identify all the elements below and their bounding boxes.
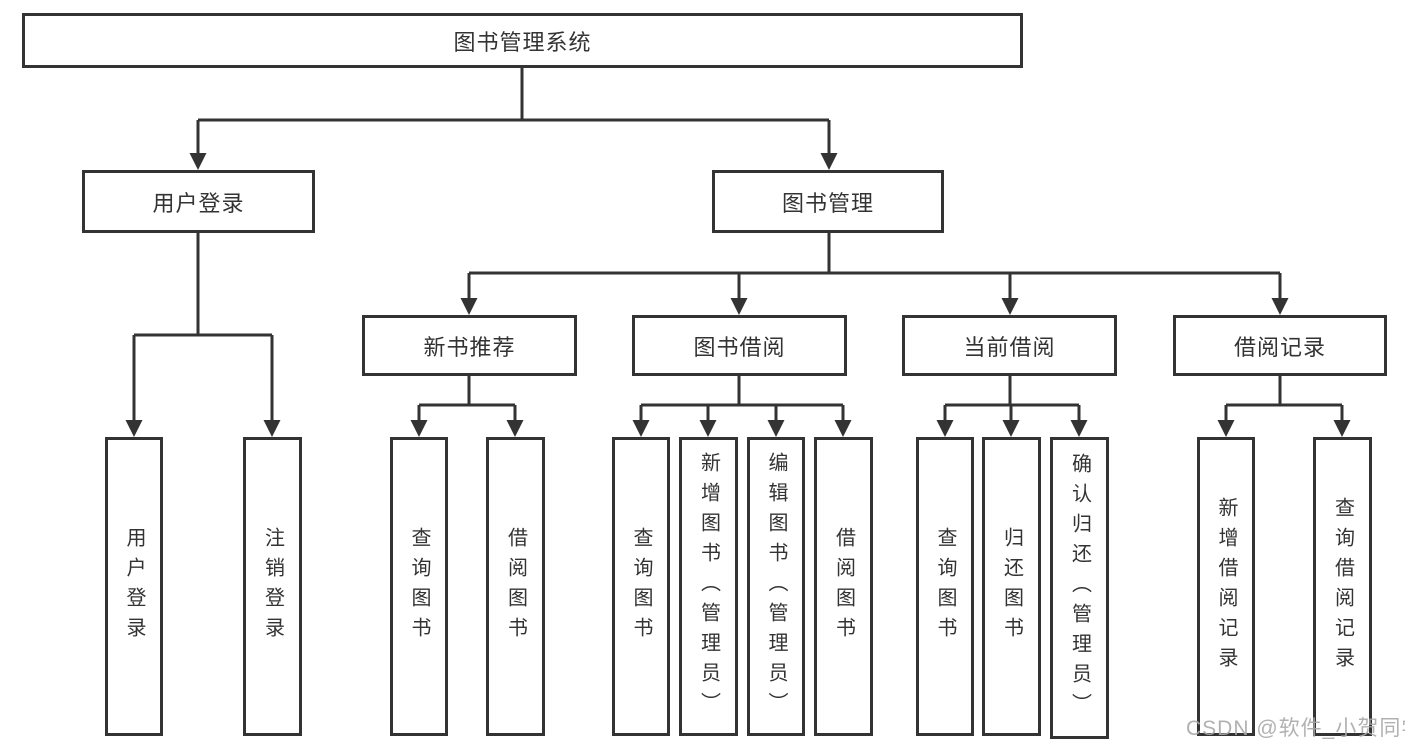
node-borrow-records: 借阅记录	[1173, 315, 1387, 376]
node-book-management: 图书管理	[712, 170, 944, 233]
node-root-library-system: 图书管理系统	[22, 13, 1023, 68]
node-root-label: 图书管理系统	[453, 29, 592, 55]
node-current-borrow-label: 当前借阅	[963, 334, 1056, 360]
connector-user-login-children	[125, 233, 281, 437]
leaf-borrow-books-label: 借阅图书	[832, 526, 855, 647]
leaf-query-books-borrow-label: 查询图书	[630, 526, 652, 647]
leaf-borrow-books: 借阅图书	[814, 437, 873, 736]
leaf-return-books: 归还图书	[982, 437, 1041, 736]
leaf-borrow-books-recommend-label: 借阅图书	[504, 526, 527, 647]
leaf-user-login: 用户登录	[105, 437, 163, 736]
leaf-logout: 注销登录	[243, 437, 302, 736]
connector-root-to-level2	[189, 68, 838, 170]
node-user-login: 用户登录	[82, 170, 315, 233]
node-new-book-recommend-label: 新书推荐	[423, 334, 516, 360]
leaf-query-borrow-record-label: 查询借阅记录	[1331, 496, 1354, 677]
leaf-add-books-admin-label: 新增图书（管理员）	[697, 451, 720, 722]
node-book-borrow-label: 图书借阅	[693, 334, 786, 360]
leaf-confirm-return-admin: 确认归还（管理员）	[1050, 437, 1109, 739]
leaf-query-books-recommend-label: 查询图书	[408, 526, 430, 647]
node-book-management-label: 图书管理	[781, 190, 874, 216]
connector-new-book-children	[410, 376, 524, 437]
connector-borrow-records-children	[1217, 376, 1351, 437]
leaf-query-books-borrow: 查询图书	[612, 437, 670, 736]
leaf-edit-books-admin: 编辑图书（管理员）	[747, 437, 805, 736]
leaf-edit-books-admin-label: 编辑图书（管理员）	[765, 451, 787, 722]
csdn-watermark: CSDN @软件_小贺同学	[1186, 717, 1405, 740]
node-new-book-recommend: 新书推荐	[362, 315, 577, 376]
leaf-add-borrow-record-label: 新增借阅记录	[1215, 496, 1237, 677]
node-user-login-label: 用户登录	[152, 190, 245, 216]
leaf-query-borrow-record: 查询借阅记录	[1313, 437, 1372, 736]
leaf-confirm-return-admin-label: 确认归还（管理员）	[1068, 453, 1091, 723]
leaf-query-books-current-label: 查询图书	[934, 526, 956, 647]
connector-current-borrow-children	[936, 376, 1088, 437]
leaf-user-login-label: 用户登录	[123, 526, 145, 647]
node-borrow-records-label: 借阅记录	[1233, 334, 1326, 360]
connector-book-management-children	[460, 233, 1289, 315]
leaf-add-borrow-record: 新增借阅记录	[1197, 437, 1255, 736]
leaf-add-books-admin: 新增图书（管理员）	[679, 437, 738, 736]
leaf-logout-label: 注销登录	[261, 526, 284, 647]
node-book-borrow: 图书借阅	[632, 315, 847, 376]
leaf-borrow-books-recommend: 借阅图书	[486, 437, 545, 736]
leaf-return-books-label: 归还图书	[1000, 526, 1023, 647]
leaf-query-books-current: 查询图书	[916, 437, 974, 736]
connector-book-borrow-children	[632, 376, 852, 437]
leaf-query-books-recommend: 查询图书	[390, 437, 448, 736]
node-current-borrow: 当前借阅	[902, 315, 1117, 376]
